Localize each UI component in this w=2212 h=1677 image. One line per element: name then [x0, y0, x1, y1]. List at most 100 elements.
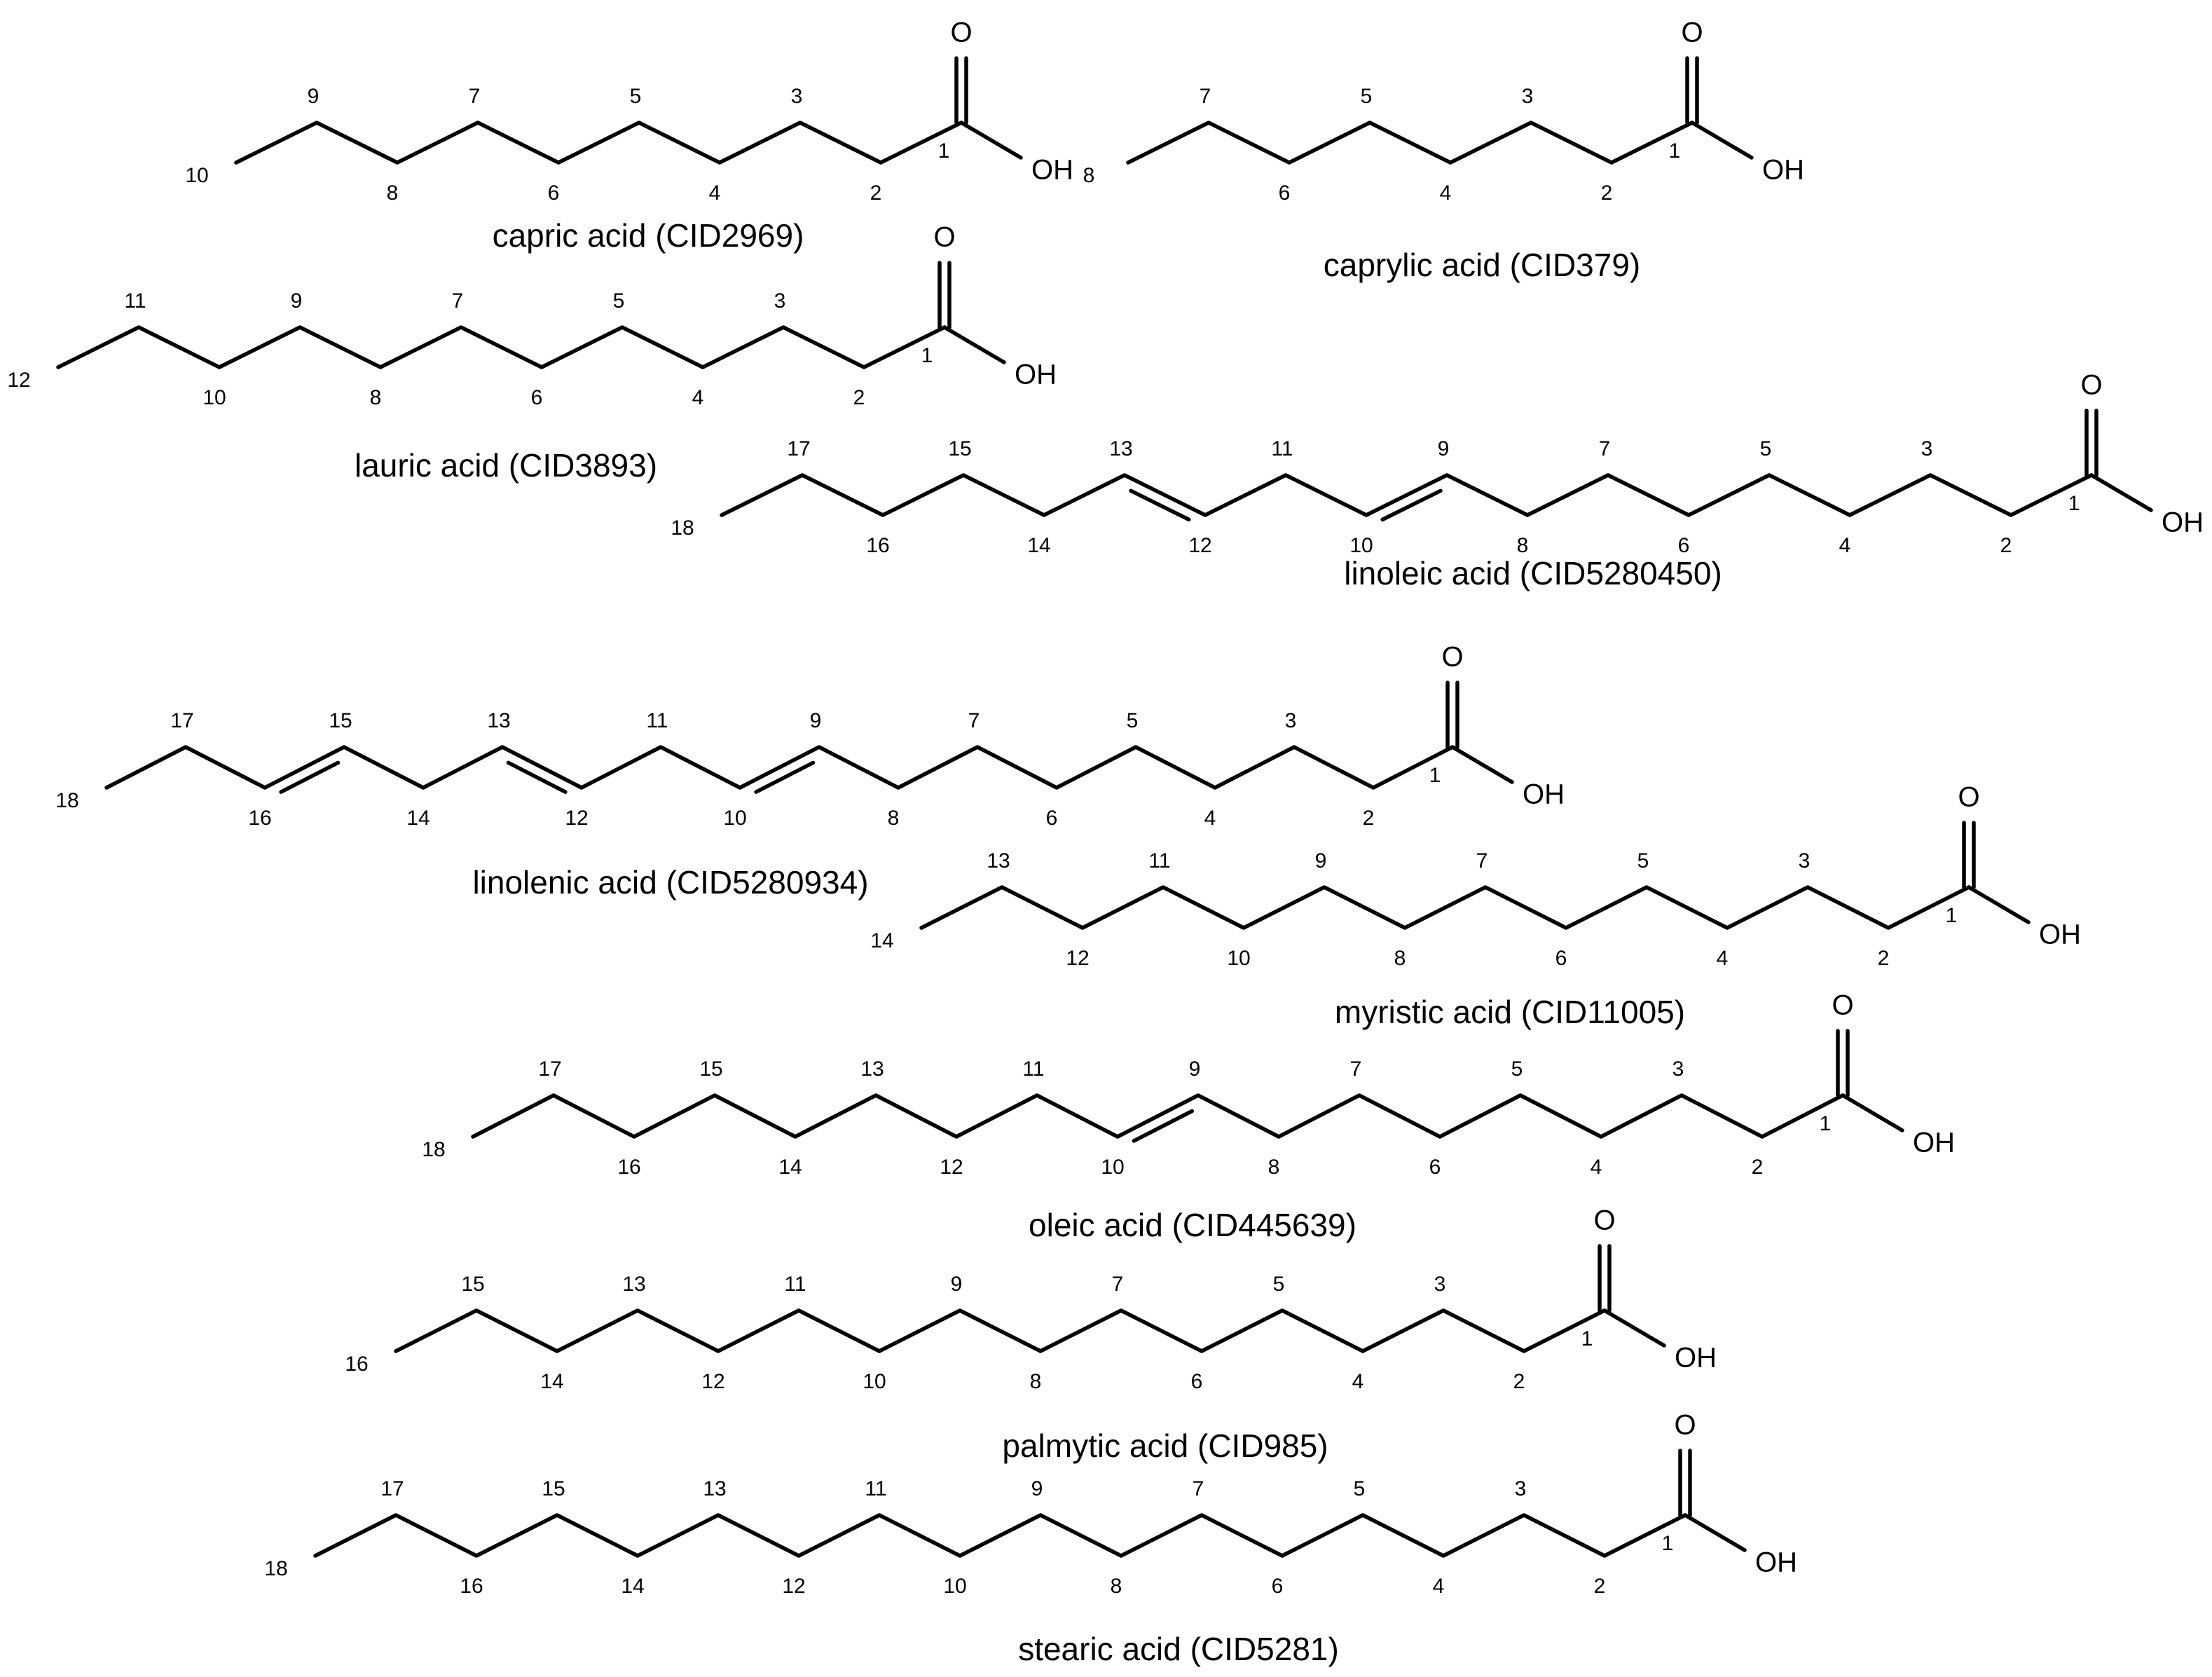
carbon-number-16: 16 — [866, 534, 889, 557]
carbon-number-17: 17 — [170, 709, 193, 732]
carbon-number-5: 5 — [613, 289, 625, 313]
carbon-number-1: 1 — [1662, 1532, 1674, 1555]
hydroxyl-label: OH — [1675, 1343, 1717, 1374]
carbon-number-8: 8 — [1111, 1575, 1122, 1598]
oxygen-label: O — [1441, 642, 1463, 673]
carbon-number-2: 2 — [1601, 182, 1613, 205]
carbon-number-8: 8 — [1268, 1156, 1280, 1179]
hydroxyl-label: OH — [2162, 507, 2204, 538]
carbon-number-2: 2 — [870, 182, 882, 205]
carbon-chain — [471, 1093, 1845, 1139]
carbon-number-3: 3 — [1921, 437, 1933, 460]
carbon-number-7: 7 — [1112, 1273, 1124, 1296]
carbon-number-11: 11 — [1271, 437, 1293, 460]
molecule-name: linoleic acid (CID5280450) — [1344, 555, 1722, 591]
carbon-number-5: 5 — [1127, 709, 1139, 732]
carbon-number-2: 2 — [853, 386, 865, 409]
carbon-number-17: 17 — [787, 437, 810, 460]
carbon-number-11: 11 — [784, 1273, 806, 1296]
carbon-number-18: 18 — [671, 516, 694, 540]
carbon-chain — [104, 745, 1455, 790]
oxygen-label: O — [1681, 18, 1703, 48]
molecule-name: stearic acid (CID5281) — [1018, 1631, 1339, 1667]
carbon-number-9: 9 — [1189, 1057, 1201, 1081]
carbon-number-4: 4 — [1717, 947, 1729, 970]
carbon-number-4: 4 — [709, 182, 721, 205]
hydroxyl-label: OH — [1755, 1547, 1797, 1578]
carbon-number-6: 6 — [1429, 1156, 1441, 1179]
carbon-number-1: 1 — [1669, 139, 1681, 163]
molecule-name: linolenic acid (CID5280934) — [472, 864, 868, 901]
hydroxyl-bond — [1967, 885, 2031, 924]
carbon-number-7: 7 — [1599, 437, 1611, 460]
carbon-number-7: 7 — [469, 85, 481, 108]
carbon-number-3: 3 — [1672, 1057, 1684, 1081]
oxygen-label: O — [2080, 370, 2102, 401]
molecule-name: palmytic acid (CID985) — [1002, 1428, 1328, 1464]
carbon-number-13: 13 — [1109, 437, 1132, 460]
carbon-number-12: 12 — [701, 1370, 724, 1393]
double-bond-12-13 — [1129, 488, 1191, 522]
oxygen-label: O — [1593, 1205, 1615, 1236]
carbon-number-3: 3 — [1799, 849, 1811, 872]
carbon-number-6: 6 — [1046, 807, 1058, 830]
hydroxyl-bond — [2089, 473, 2153, 512]
oxygen-label: O — [933, 222, 955, 253]
double-bond-12-13 — [506, 760, 568, 794]
carbon-number-15: 15 — [329, 709, 352, 732]
carbon-number-3: 3 — [791, 85, 803, 108]
carbon-number-5: 5 — [1760, 437, 1772, 460]
carbon-number-7: 7 — [452, 289, 464, 313]
carbon-number-12: 12 — [1066, 947, 1089, 970]
carbon-number-2: 2 — [2000, 534, 2012, 557]
carbon-number-5: 5 — [1637, 849, 1649, 872]
hydroxyl-label: OH — [1523, 779, 1565, 810]
carbon-number-11: 11 — [646, 709, 668, 732]
carbon-number-9: 9 — [1438, 437, 1450, 460]
carbon-number-11: 11 — [865, 1477, 886, 1500]
carbon-number-1: 1 — [1946, 904, 1958, 927]
carbon-number-14: 14 — [1027, 534, 1050, 557]
carbon-number-8: 8 — [888, 807, 900, 830]
carbon-number-18: 18 — [264, 1557, 287, 1580]
hydroxyl-label: OH — [2039, 919, 2081, 950]
double-bond-15-16 — [279, 760, 341, 794]
carbon-number-9: 9 — [1315, 849, 1327, 872]
hydroxyl-bond — [959, 121, 1023, 160]
hydroxyl-bond — [1683, 1513, 1747, 1552]
carbon-number-12: 12 — [1188, 534, 1211, 557]
carbon-number-5: 5 — [1273, 1273, 1285, 1296]
carbon-number-8: 8 — [370, 386, 382, 409]
carbon-chain — [234, 121, 963, 165]
carbon-number-15: 15 — [542, 1477, 565, 1500]
carbon-number-10: 10 — [1349, 534, 1373, 557]
hydroxyl-label: OH — [1913, 1128, 1955, 1158]
carbon-number-14: 14 — [778, 1156, 802, 1179]
carbon-number-1: 1 — [2068, 492, 2080, 515]
carbon-number-3: 3 — [1285, 709, 1297, 732]
carbon-number-15: 15 — [699, 1057, 722, 1081]
carbon-number-6: 6 — [531, 386, 543, 409]
carbon-chain — [919, 885, 1971, 930]
carbon-number-1: 1 — [1820, 1112, 1832, 1135]
carbon-number-11: 11 — [124, 289, 146, 313]
carbon-number-3: 3 — [1434, 1273, 1446, 1296]
carbon-number-10: 10 — [1101, 1156, 1124, 1179]
carbon-number-4: 4 — [692, 386, 704, 409]
carbon-number-16: 16 — [345, 1353, 368, 1376]
carbon-number-12: 12 — [782, 1575, 805, 1598]
carbon-number-3: 3 — [1522, 85, 1534, 108]
carbon-number-13: 13 — [987, 849, 1010, 872]
carbon-number-18: 18 — [422, 1138, 445, 1161]
carbon-chain — [394, 1308, 1607, 1353]
carbon-number-9: 9 — [951, 1273, 963, 1296]
carbon-number-12: 12 — [565, 807, 588, 830]
carbon-number-6: 6 — [1555, 947, 1567, 970]
carbon-chain — [56, 325, 947, 369]
carbon-number-4: 4 — [1440, 182, 1452, 205]
